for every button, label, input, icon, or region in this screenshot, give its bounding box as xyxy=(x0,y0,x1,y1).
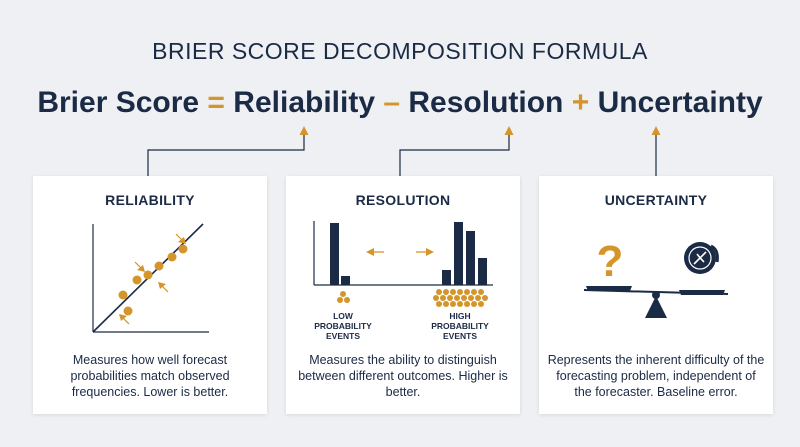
high-label-line1: HIGH xyxy=(449,311,470,321)
probability-histogram-icon: LOW PROBABILITY EVENTS HIGH PROBABILITY … xyxy=(313,221,493,341)
formula-plus: + xyxy=(571,86,590,119)
uncertainty-title: UNCERTAINTY xyxy=(604,192,708,208)
low-probability-coins xyxy=(337,291,350,303)
arrowhead-resolution xyxy=(504,126,514,135)
coin-icon xyxy=(684,242,719,274)
reliability-description: Measures how well forecast probabilities… xyxy=(70,353,230,399)
high-probability-coins xyxy=(433,289,488,307)
high-label-line2: PROBABILITY xyxy=(431,321,489,331)
formula-minus: – xyxy=(383,86,401,119)
formula-resolution: Resolution xyxy=(408,86,564,119)
calibration-plot-icon xyxy=(92,223,209,333)
formula-equals: = xyxy=(207,86,225,119)
formula-uncertainty: Uncertainty xyxy=(597,86,763,119)
formula-brier-score: Brier Score xyxy=(37,86,200,119)
resolution-card: RESOLUTION xyxy=(286,176,520,414)
high-label-line3: EVENTS xyxy=(443,331,477,341)
uncertainty-description: Represents the inherent difficulty of th… xyxy=(547,353,765,399)
arrowhead-uncertainty xyxy=(651,126,661,135)
low-label-line2: PROBABILITY xyxy=(314,321,372,331)
reliability-connector xyxy=(147,134,305,176)
question-mark-icon: ? xyxy=(597,237,624,286)
low-label-line3: EVENTS xyxy=(326,331,360,341)
resolution-connector xyxy=(399,134,510,176)
uncertainty-card: UNCERTAINTY ? Represents the inherent di… xyxy=(539,176,773,414)
arrowhead-reliability xyxy=(299,126,309,135)
resolution-description: Measures the ability to distinguish betw… xyxy=(298,353,508,399)
diagram-title: BRIER SCORE DECOMPOSITION FORMULA xyxy=(152,38,648,64)
reliability-title: RELIABILITY xyxy=(105,192,195,208)
resolution-title: RESOLUTION xyxy=(355,192,451,208)
formula-reliability: Reliability xyxy=(233,86,376,119)
formula: Brier Score = Reliability – Resolution +… xyxy=(0,86,800,120)
reliability-card: RELIABILITY Measures how well foreca xyxy=(33,176,267,414)
balance-scale-icon: ? xyxy=(583,237,729,318)
low-label-line1: LOW xyxy=(333,311,354,321)
